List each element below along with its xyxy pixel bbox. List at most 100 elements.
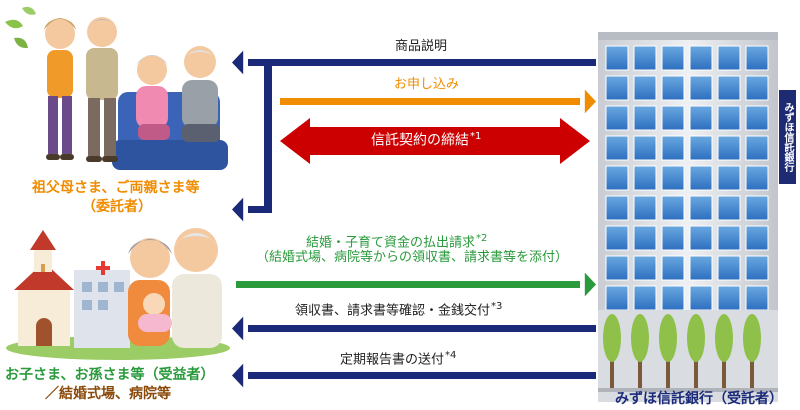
building-window [661,105,685,131]
building-window [605,285,629,311]
settlor-label: 祖父母さま、ご両親さま等 [32,180,200,196]
building-window [717,75,741,101]
tree-trunk [750,350,754,390]
flow-label-application: お申し込み [394,77,460,92]
building-window [605,225,629,251]
building-window [661,225,685,251]
building-window [717,195,741,221]
building-window [717,45,741,71]
building-window [689,285,713,311]
building-window [745,45,769,71]
building-window [717,165,741,191]
bank-signboard: みずほ信託銀行 [779,90,796,184]
building-window [661,165,685,191]
periodic-report-arrowhead [232,363,244,388]
trust-contract-arrowhead-right [560,118,590,164]
building-window [633,255,657,281]
building-window [605,45,629,71]
tree-trunk [694,350,698,390]
building-window [661,75,685,101]
building-window [717,225,741,251]
flow-label-receipt-check: 領収書、請求書等確認・金銭交付*3 [295,301,503,319]
building-window [745,105,769,131]
building-window [605,255,629,281]
flow-label-periodic-report: 定期報告書の送付*4 [340,350,457,368]
tree-trunk [610,350,614,390]
beneficiary-family-illustration [6,228,230,360]
building-window [717,255,741,281]
building-window [689,225,713,251]
building-window [745,165,769,191]
building-window [689,255,713,281]
receipt-check-line [248,325,596,332]
building-window [661,45,685,71]
building-window [633,105,657,131]
tree-crown [631,314,649,362]
product-explanation-arrowhead-top [232,50,244,75]
building-window [745,255,769,281]
building-window [717,135,741,161]
payment-request-arrowhead [584,272,596,297]
flow-label-payment-request: 結婚・子育て資金の払出請求*2 [306,233,488,251]
flow-label-trust-contract: 信託契約の締結*1 [371,131,482,149]
payment-request-line [236,281,580,288]
product-explanation-arrowhead-bottom [232,197,244,222]
flow-lines [232,50,596,388]
building-window [689,105,713,131]
product-explanation-line [248,59,596,66]
building-window [605,135,629,161]
tree-crown [659,314,677,362]
building-window [745,135,769,161]
flow-label-payment-request-sub: （結婚式場、病院等からの領収書、請求書等を添付） [256,250,569,265]
settlor-role-label: （委託者） [82,199,152,215]
building-window [605,195,629,221]
tree-crown [743,314,761,362]
bank-building-illustration [598,32,778,402]
building-window [717,105,741,131]
tree-crown [603,314,621,362]
tree-trunk [638,350,642,390]
building-window [633,225,657,251]
building-window [661,255,685,281]
building-window [633,165,657,191]
flow-label-product-explanation: 商品説明 [395,39,448,54]
building-window [745,75,769,101]
trustee-label: みずほ信託銀行（受託者） [615,391,783,407]
application-line [280,98,580,105]
building-window [605,165,629,191]
tree-crown [715,314,733,362]
beneficiary-sub-label: ／結婚式場、病院等 [45,386,171,402]
periodic-report-line [248,372,596,379]
building-window [633,75,657,101]
settlor-family-illustration [5,6,228,170]
tree-trunk [666,350,670,390]
building-window [633,195,657,221]
building-window [717,285,741,311]
beneficiary-label: お子さま、お孫さま等（受益者） [5,367,215,383]
building-window [689,135,713,161]
building-window [689,165,713,191]
product-explanation-lower-line [248,206,272,213]
building-window [605,75,629,101]
building-window [745,195,769,221]
building-window [633,285,657,311]
building-window [745,225,769,251]
product-explanation-bracket [264,59,272,213]
receipt-check-arrowhead [232,316,244,341]
building-window [689,45,713,71]
building-windows [605,45,769,311]
tree-trunk [722,350,726,390]
building-window [633,45,657,71]
building-window [661,285,685,311]
tree-crown [687,314,705,362]
building-window [661,135,685,161]
building-window [689,195,713,221]
trust-contract-bar [300,127,564,155]
building-trees [603,314,761,390]
building-window [745,285,769,311]
trust-contract-arrowhead-left [280,118,310,164]
building-window [633,135,657,161]
building-window [689,75,713,101]
